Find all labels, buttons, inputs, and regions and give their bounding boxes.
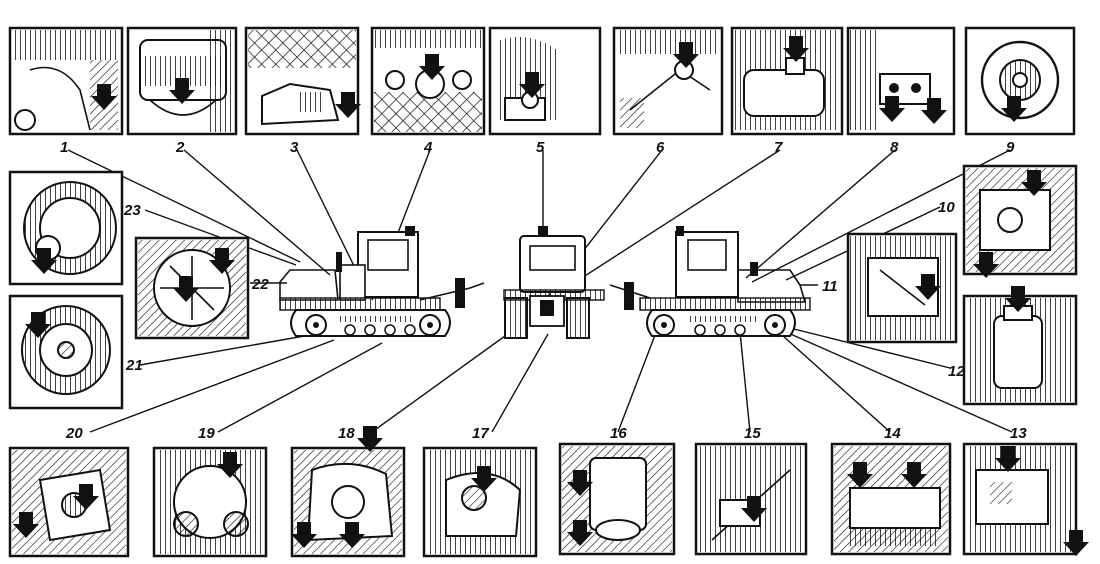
callout-14: 14 — [884, 425, 901, 442]
tractor-side-left — [279, 226, 485, 337]
panel-wheel-hub — [8, 294, 124, 410]
callout-3: 3 — [290, 139, 299, 156]
panel-pulley-hub — [964, 26, 1076, 136]
callout-7: 7 — [774, 139, 783, 156]
panel-idler-bearing — [558, 442, 676, 556]
panel-crankcase-cover — [244, 26, 361, 136]
callout-20: 20 — [65, 425, 83, 442]
callout-numbers: 1 2 3 4 5 6 7 8 9 10 11 12 13 14 15 16 1… — [60, 139, 1027, 442]
callout-16: 16 — [610, 425, 627, 442]
callout-6: 6 — [656, 139, 665, 156]
callout-5: 5 — [536, 139, 545, 156]
callout-18: 18 — [338, 425, 355, 442]
callout-17: 17 — [472, 425, 489, 442]
panel-control-valve — [846, 26, 956, 136]
panel-fan-assembly — [134, 236, 250, 340]
panel-track-roller — [830, 442, 952, 556]
callout-22: 22 — [251, 276, 269, 293]
panel-grease-nipple — [8, 26, 124, 136]
panel-reservoir-cap — [730, 26, 844, 136]
panel-linkage-arm — [694, 442, 808, 556]
callout-11: 11 — [822, 278, 838, 295]
panel-filter-housing — [126, 26, 238, 136]
tractor-front — [503, 226, 605, 339]
callout-4: 4 — [423, 139, 433, 156]
leader-lines — [67, 149, 1013, 433]
callout-13: 13 — [1010, 425, 1027, 442]
panel-mount-flange — [8, 446, 130, 558]
panel-oil-filter — [962, 286, 1078, 406]
panel-tank-cap — [488, 26, 602, 136]
panel-gearbox-side — [962, 164, 1078, 278]
callout-8: 8 — [890, 139, 899, 156]
panel-cab-linkage — [846, 232, 958, 344]
callout-10: 10 — [938, 199, 955, 216]
panel-transmission-cover — [962, 442, 1089, 556]
callout-9: 9 — [1006, 139, 1015, 156]
panel-sprocket-gear — [152, 446, 268, 558]
panel-lever-joint — [612, 26, 724, 136]
tractor-side-right — [609, 226, 811, 337]
callout-12: 12 — [948, 363, 965, 380]
callout-2: 2 — [175, 139, 185, 156]
callout-19: 19 — [198, 425, 215, 442]
panel-fuel-pump — [370, 26, 486, 136]
panel-drain-plug — [422, 446, 538, 558]
panel-tension-wheel — [8, 170, 124, 286]
callout-21: 21 — [125, 357, 143, 374]
callout-23: 23 — [123, 202, 141, 219]
callout-1: 1 — [60, 139, 68, 156]
panel-final-drive — [290, 426, 406, 558]
callout-15: 15 — [744, 425, 761, 442]
